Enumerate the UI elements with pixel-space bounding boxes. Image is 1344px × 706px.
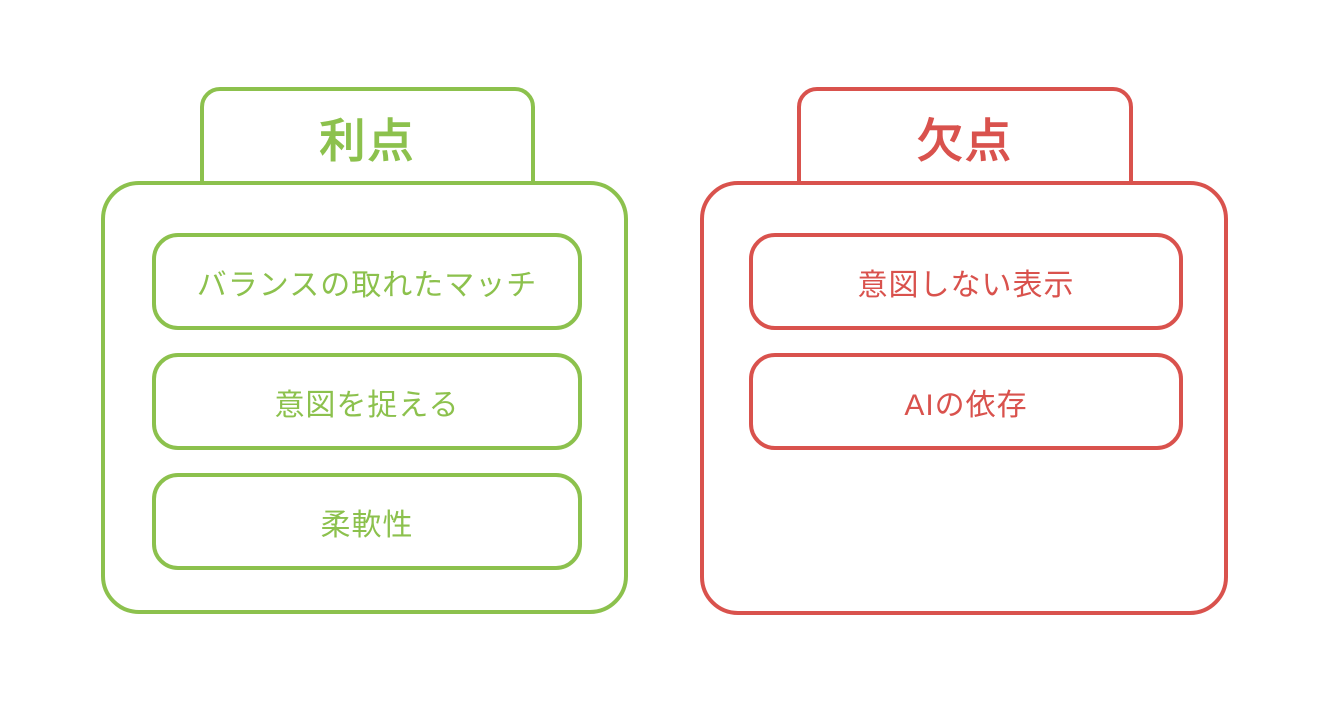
disadvantage-item-ai-dependence: AIの依存 — [749, 353, 1183, 450]
disadvantage-item-label: 意図しない表示 — [857, 268, 1075, 302]
disadvantages-title: 欠点 — [917, 115, 1013, 167]
advantage-item-flexibility: 柔軟性 — [152, 473, 582, 570]
advantage-item-label: 意図を捉える — [274, 388, 460, 422]
disadvantage-item-label: AIの依存 — [904, 388, 1028, 422]
disadvantage-item-unintended-display: 意図しない表示 — [749, 233, 1183, 330]
advantage-item-balanced-match: バランスの取れたマッチ — [152, 233, 582, 330]
advantages-panel: バランスの取れたマッチ 意図を捉える 柔軟性 — [101, 181, 628, 614]
advantage-item-capture-intent: 意図を捉える — [152, 353, 582, 450]
disadvantages-panel: 意図しない表示 AIの依存 — [700, 181, 1228, 615]
advantages-title: 利点 — [319, 115, 416, 167]
advantage-item-label: 柔軟性 — [320, 508, 414, 542]
advantage-item-label: バランスの取れたマッチ — [196, 268, 538, 302]
